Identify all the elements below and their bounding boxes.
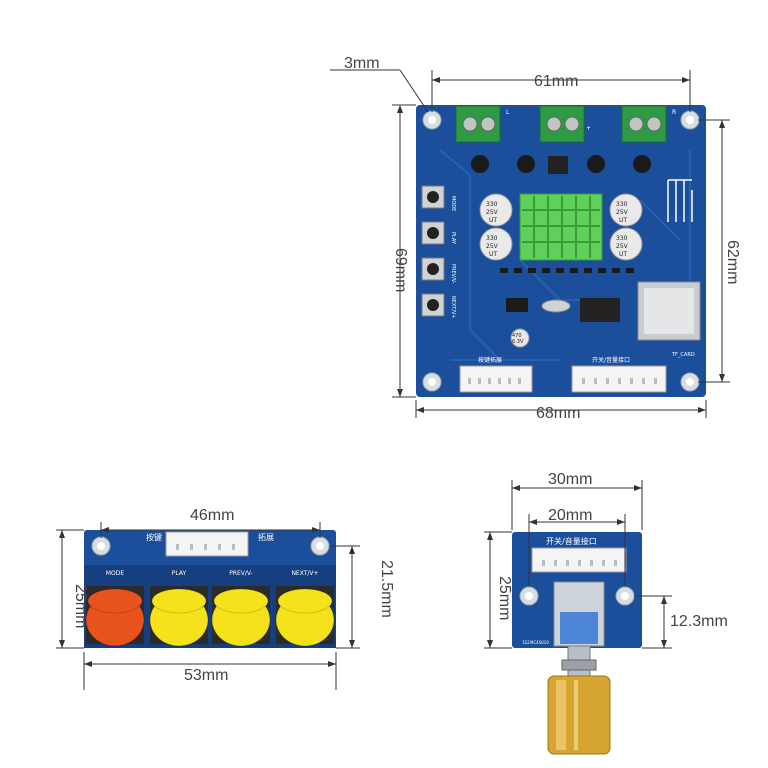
tact-label-next: NEXT/V+ [450, 296, 456, 319]
volume-board-title: 开关/音量接口 [546, 536, 597, 546]
dim-volume-board-holes: 20mm [548, 507, 592, 524]
dim-button-board-width: 53mm [184, 667, 228, 684]
terminal-label-plus: + [586, 125, 591, 132]
cap1-voltage: 25V [486, 209, 499, 216]
main-board: L + R MODE PLAY PREV/V- NEXT/V+ [416, 105, 706, 397]
cap4-value: 330 [616, 235, 628, 242]
capacitors [479, 193, 643, 261]
button-label-2: PREV/V- [229, 570, 253, 577]
cap3-voltage: 25V [616, 209, 629, 216]
main-board-dimensions [330, 69, 730, 418]
button-caps: MODE PLAY PREV/V- NEXT/V+ [85, 570, 335, 647]
antenna-trace [667, 179, 693, 222]
cap2-series: UT [489, 251, 497, 258]
button-board-dimensions [56, 522, 360, 690]
volume-board-code: 1S2I9C4S010 [522, 640, 549, 645]
button-label-1: PLAY [172, 570, 187, 577]
heatsink [519, 193, 603, 261]
cap2-value: 330 [486, 235, 498, 242]
terminal-label-r: R [672, 109, 676, 116]
button-cap-top-3 [277, 588, 333, 614]
terminal-blocks [455, 105, 667, 143]
dim-button-board-height: 25mm [72, 584, 89, 628]
crystal [541, 299, 571, 313]
terminal-label-l: L [506, 109, 510, 116]
cap1-value: 330 [486, 201, 498, 208]
volume-board-dimensions [484, 480, 672, 649]
cap4-series: UT [619, 251, 627, 258]
potentiometer-cover [560, 612, 598, 644]
cap3-series: UT [619, 217, 627, 224]
dim-volume-board-height: 25mm [496, 576, 513, 620]
tf-card-slot [637, 281, 701, 341]
volume-board-connector [531, 547, 627, 573]
dim-main-width-holes: 61mm [534, 73, 578, 90]
small-cap-voltage: 6.3V [512, 339, 524, 345]
main-board-tact-buttons [421, 185, 445, 317]
small-capacitor [510, 328, 530, 348]
dim-volume-board-pot-offset: 12.3mm [670, 613, 728, 630]
dim-volume-board-width: 30mm [548, 471, 592, 488]
cap4-voltage: 25V [616, 243, 629, 250]
connector-pins [468, 378, 657, 384]
tact-label-play: PLAY [450, 232, 456, 245]
button-label-3: NEXT/V+ [291, 570, 318, 577]
dim-button-board-holes: 46mm [190, 507, 234, 524]
button-board-title-left: 按键 [146, 532, 162, 542]
bluetooth-ic [580, 298, 620, 322]
cap2-voltage: 25V [486, 243, 499, 250]
tact-label-prev: PREV/V- [450, 264, 456, 284]
button-label-0: MODE [106, 570, 125, 577]
regulator-chip [506, 298, 528, 312]
tact-label-mode: MODE [450, 196, 456, 211]
button-ext-label: 按键拓展 [478, 356, 502, 364]
tf-card-label: TF_CARD [671, 352, 695, 358]
button-board-title-right: 拓展 [258, 532, 274, 542]
cap3-value: 330 [616, 201, 628, 208]
smd-resistors [500, 268, 634, 273]
cap1-series: UT [489, 217, 497, 224]
button-cap-top-2 [213, 588, 269, 614]
dim-button-board-holes-v: 21.5mm [378, 560, 395, 618]
switch-volume-label: 开关/音量接口 [592, 356, 630, 364]
dim-main-height: 69mm [392, 248, 409, 292]
button-cap-top-1 [151, 588, 207, 614]
dim-main-height-holes: 62mm [724, 240, 741, 284]
dim-main-width: 68mm [536, 405, 580, 422]
button-cap-top-0 [87, 588, 143, 614]
dim-hole-offset: 3mm [344, 55, 380, 72]
small-cap-value: 470 [512, 333, 522, 339]
transistors [471, 155, 651, 174]
volume-board [512, 532, 642, 755]
